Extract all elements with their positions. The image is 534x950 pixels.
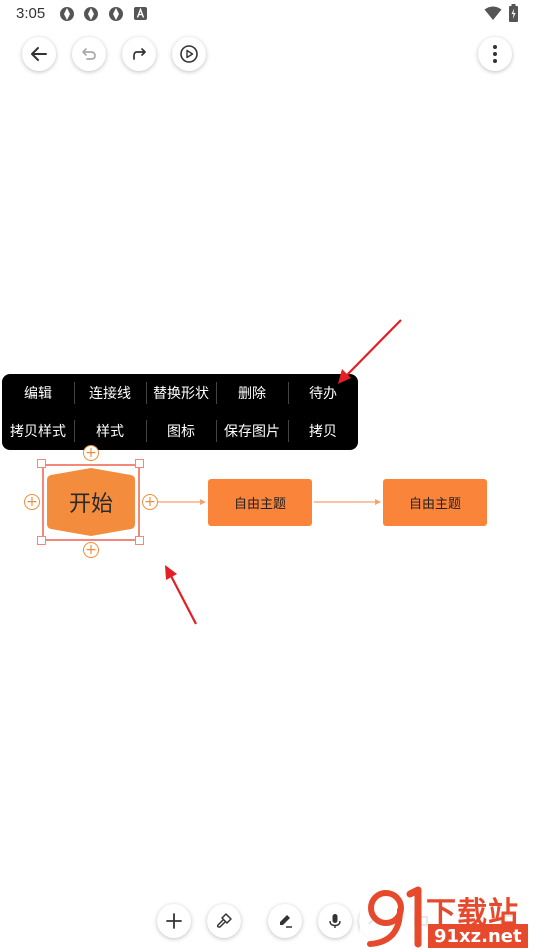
selection-frame [42,464,140,541]
more-options-button[interactable] [478,37,512,71]
redo-button[interactable] [122,37,156,71]
menu-divider [216,382,217,404]
arrow-left-icon [31,47,47,61]
annotation-arrow-icon [338,319,402,384]
connector-topic1-topic2 [314,499,381,505]
microphone-icon [329,914,341,928]
site-logo-icon [367,886,422,948]
undo-icon [82,48,96,60]
resize-handle-bottom-left[interactable] [37,536,46,545]
wifi-icon [484,6,502,20]
menu-divider [288,382,289,404]
connector-root-topic1 [158,499,206,505]
menu-divider [146,420,147,442]
undo-button[interactable] [72,37,106,71]
resize-handle-bottom-right[interactable] [135,536,144,545]
menu-divider [216,420,217,442]
add-topic-bottom-button[interactable]: + [83,542,99,558]
root-node-shape[interactable] [47,468,135,536]
play-circle-icon [180,45,198,63]
menu-item-replace-shape[interactable]: 替换形状 [153,386,209,402]
add-topic-top-button[interactable]: + [83,445,99,461]
resize-handle-top-right[interactable] [135,459,144,468]
add-topic-left-button[interactable]: + [24,494,40,510]
pen-button[interactable] [268,904,302,938]
more-vertical-icon [493,45,497,63]
context-menu: 编辑 连接线 替换形状 删除 待办 拷贝样式 样式 图标 保存图片 拷贝 [2,374,358,450]
voice-input-button[interactable] [318,904,352,938]
add-topic-right-button[interactable]: + [142,494,158,510]
menu-item-connector[interactable]: 连接线 [89,386,131,402]
a-letter-icon [134,7,147,20]
app-notification-icon [60,7,74,21]
battery-icon [509,4,518,22]
menu-item-todo[interactable]: 待办 [309,386,337,402]
back-button[interactable] [22,37,56,71]
root-node-label[interactable]: 开始 [68,492,113,517]
play-button[interactable] [172,37,206,71]
menu-item-edit[interactable]: 编辑 [24,386,52,402]
menu-divider [288,420,289,442]
redo-icon [133,48,146,60]
pen-icon [280,915,292,928]
menu-item-icon[interactable]: 图标 [167,424,195,440]
menu-divider [74,420,75,442]
watermark-url: 91xz.net [428,924,528,948]
add-button[interactable] [157,904,191,938]
paint-brush-icon [216,913,232,928]
resize-handle-top-left[interactable] [37,459,46,468]
app-notification-icon [84,7,98,21]
app-notification-icon [109,7,123,21]
topic-node[interactable]: 自由主题 [383,479,487,526]
menu-divider [146,382,147,404]
menu-item-copy[interactable]: 拷贝 [309,424,337,440]
menu-item-save-image[interactable]: 保存图片 [224,424,280,440]
topic-node[interactable]: 自由主题 [208,479,312,526]
menu-item-style[interactable]: 样式 [96,424,124,440]
status-time: 3:05 [16,5,46,22]
menu-item-delete[interactable]: 删除 [238,386,266,402]
format-painter-button[interactable] [207,904,241,938]
menu-divider [74,382,75,404]
annotation-arrow-icon [165,565,197,625]
status-bar: 3:05 [0,0,534,28]
menu-item-copy-style[interactable]: 拷贝样式 [10,424,66,440]
plus-icon [166,913,182,929]
